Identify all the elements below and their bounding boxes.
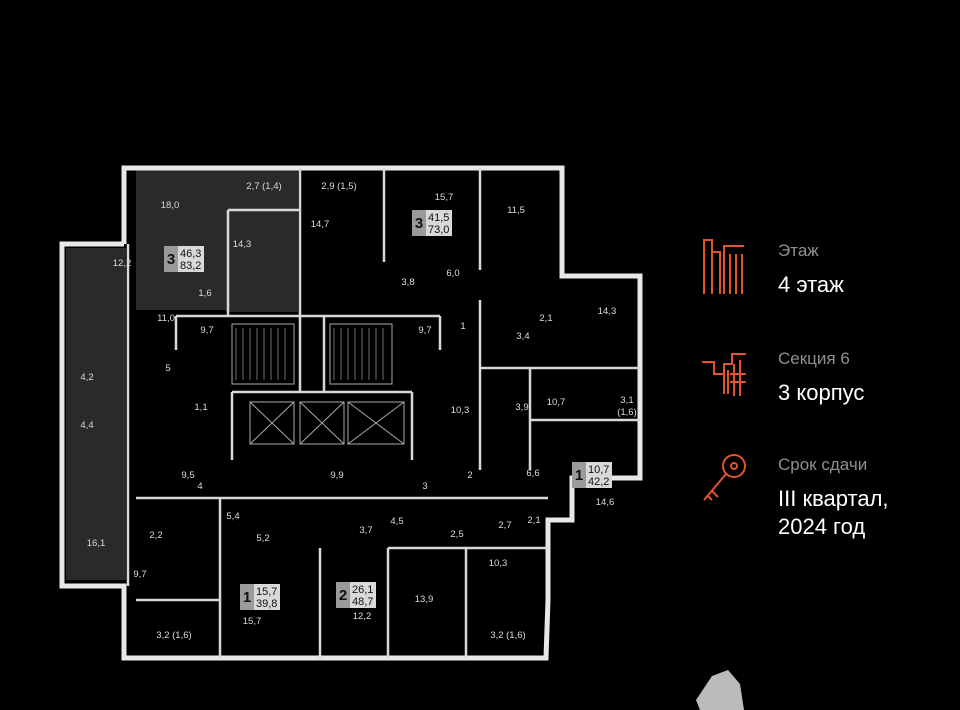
apartment-living-area: 46,3: [180, 248, 201, 260]
room-area-label: 13,9: [415, 594, 434, 605]
room-area-label: 9,5: [181, 470, 194, 481]
apartment-total-area: 39,8: [256, 598, 277, 610]
apartment-rooms: 2: [339, 587, 347, 604]
room-area-label: 10,3: [489, 558, 508, 569]
room-area-label: 6,6: [526, 468, 539, 479]
floor-icon: [703, 239, 744, 294]
room-area-label: 10,3: [451, 405, 470, 416]
room-area-label: 3,4: [516, 331, 529, 342]
room-area-label: 14,3: [598, 306, 617, 317]
stairs-icon: [702, 353, 746, 396]
room-area-label: 15,7: [243, 616, 262, 627]
room-area-label: 11,5: [507, 205, 525, 216]
room-area-label: 14,6: [596, 497, 615, 508]
apartment-living-area: 10,7: [588, 464, 609, 476]
room-area-label: 5,4: [226, 511, 239, 522]
room-area-label: 2,5: [450, 529, 463, 540]
apartment-total-area: 83,2: [180, 260, 201, 272]
room-area-label: 3: [422, 481, 427, 492]
room-area-label: 5: [165, 363, 170, 374]
room-area-label: 3,1: [620, 395, 633, 406]
room-area-label: 2,2: [149, 530, 162, 541]
room-area-label: 5,2: [256, 533, 269, 544]
room-area-label: 1: [460, 321, 465, 332]
apartment-living-area: 26,1: [352, 584, 373, 596]
apartment-total-area: 73,0: [428, 224, 449, 236]
room-area-label: 15,7: [435, 192, 454, 203]
room-area-label: 4,4: [80, 420, 93, 431]
apartment-badge[interactable]: 3 41,573,0: [412, 210, 452, 236]
key-icon: [703, 454, 746, 501]
apartment-badge[interactable]: 3 46,383,2: [164, 246, 204, 272]
room-area-label: 3,9: [515, 402, 528, 413]
walls: [59, 165, 643, 661]
room-area-label: 4: [197, 481, 202, 492]
room-area-label: 4,2: [80, 372, 93, 383]
unit-left-strip: [66, 248, 126, 580]
apartment-total-area: 42,2: [588, 476, 609, 488]
room-area-label: 14,7: [311, 219, 330, 230]
room-area-label: 9,9: [330, 470, 343, 481]
room-area-label: 16,1: [87, 538, 106, 549]
deadline-value-line2: 2024 год: [778, 514, 866, 539]
room-area-label: 9,7: [133, 569, 146, 580]
room-area-label: 3,2 (1,6): [490, 630, 525, 641]
apartment-badge[interactable]: 1 15,739,8: [240, 584, 280, 610]
room-area-label: 3,7: [359, 525, 372, 536]
apartment-rooms: 3: [415, 215, 423, 232]
room-area-label: 9,7: [418, 325, 431, 336]
room-area-label: 2: [467, 470, 472, 481]
apartment-living-area: 15,7: [256, 586, 277, 598]
room-area-label: 2,9 (1,5): [321, 181, 356, 192]
stair-steps: [235, 328, 384, 380]
section-value: 3 корпус: [778, 380, 865, 405]
room-area-label: 11,0: [157, 313, 175, 324]
room-area-label: 12,2: [113, 258, 132, 269]
building-silhouette-icon: [696, 670, 744, 710]
deadline-caption: Срок сдачи: [778, 455, 868, 474]
floor-caption: Этаж: [778, 241, 819, 260]
floor-value: 4 этаж: [778, 272, 844, 297]
room-area-label: 18,0: [161, 200, 180, 211]
room-area-label: 2,1: [527, 515, 540, 526]
room-labels: 18,02,7 (1,4)2,9 (1,5)14,314,715,711,512…: [80, 181, 636, 641]
interior-walls: [126, 168, 640, 658]
stairwell: [231, 323, 405, 445]
unit-3room-a-tail: [136, 170, 226, 310]
apartment-badge[interactable]: 1 10,742,2: [572, 462, 612, 488]
deadline-value-line1: III квартал,: [778, 486, 889, 511]
room-area-label: 9,7: [200, 325, 213, 336]
apartment-rooms: 1: [243, 589, 251, 606]
apartment-badge[interactable]: 2 26,148,7: [336, 582, 376, 608]
room-area-label: 3,8: [401, 277, 414, 288]
room-area-label: (1,6): [617, 407, 637, 418]
section-caption: Секция 6: [778, 349, 850, 368]
room-area-label: 1,6: [198, 288, 211, 299]
room-area-label: 6,0: [446, 268, 459, 279]
room-area-label: 3,2 (1,6): [156, 630, 191, 641]
apartment-living-area: 41,5: [428, 212, 449, 224]
apartment-total-area: 48,7: [352, 596, 373, 608]
apartment-rooms: 1: [575, 467, 583, 484]
room-area-label: 2,7 (1,4): [246, 181, 281, 192]
room-area-label: 10,7: [547, 397, 566, 408]
room-area-label: 12,2: [353, 611, 372, 622]
highlighted-units: [66, 170, 298, 580]
room-area-label: 14,3: [233, 239, 252, 250]
apartment-rooms: 3: [167, 251, 175, 268]
room-area-label: 2,7: [498, 520, 511, 531]
room-area-label: 1,1: [194, 402, 207, 413]
room-area-label: 4,5: [390, 516, 403, 527]
room-area-label: 2,1: [539, 313, 552, 324]
